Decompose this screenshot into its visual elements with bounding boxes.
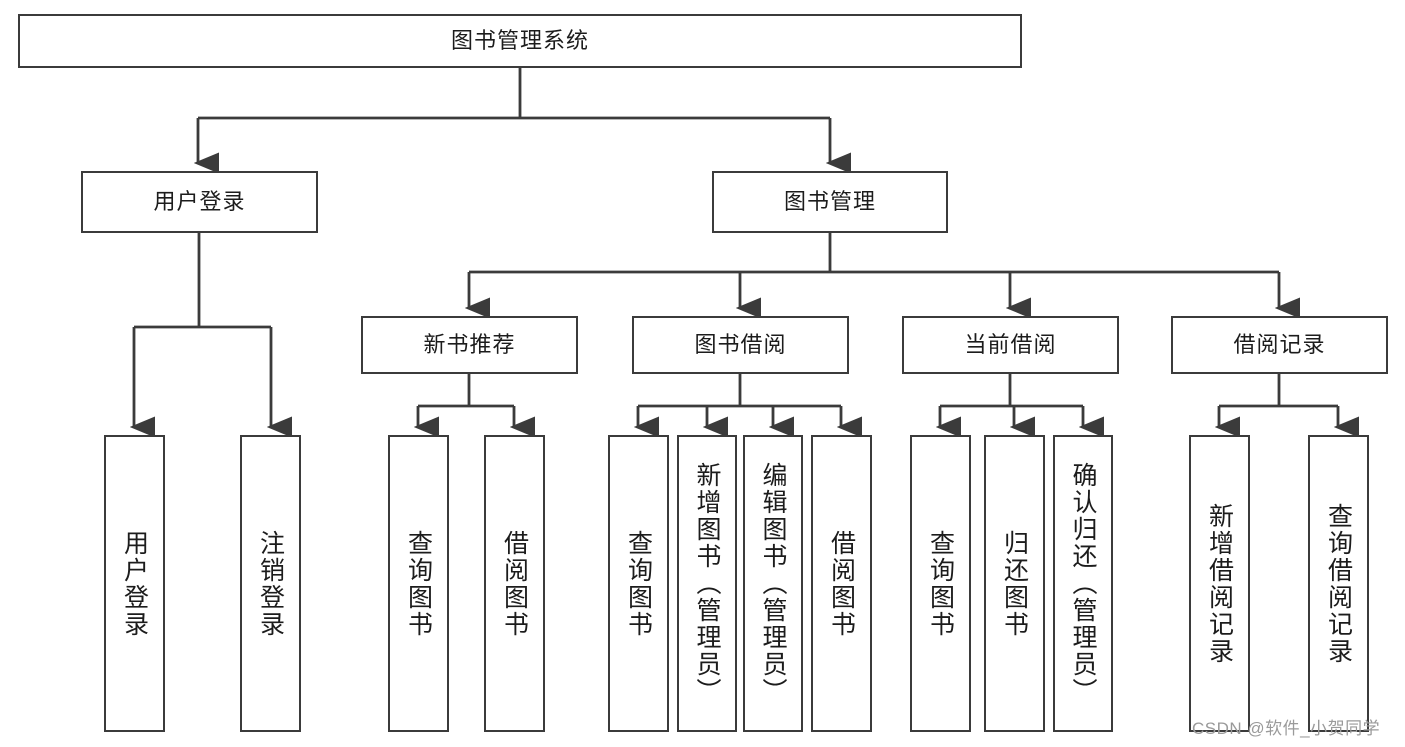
node-new-book-recommend[interactable]: 新书推荐 bbox=[361, 316, 578, 374]
node-leaf-return-book[interactable]: 归还图书 bbox=[984, 435, 1045, 732]
node-new-book-recommend-label: 新书推荐 bbox=[423, 331, 516, 357]
node-leaf-query-borrow-record-label: 查询借阅记录 bbox=[1324, 502, 1353, 665]
node-leaf-borrow-book[interactable]: 借阅图书 bbox=[811, 435, 872, 732]
node-book-borrow[interactable]: 图书借阅 bbox=[632, 316, 849, 374]
node-current-borrow[interactable]: 当前借阅 bbox=[902, 316, 1119, 374]
node-leaf-query-book-rec[interactable]: 查询图书 bbox=[388, 435, 449, 732]
node-user-login-label: 用户登录 bbox=[153, 188, 246, 214]
node-leaf-query-borrow-record[interactable]: 查询借阅记录 bbox=[1308, 435, 1369, 732]
node-leaf-add-book-admin[interactable]: 新增图书（管理员） bbox=[677, 435, 737, 732]
node-leaf-query-book-rec-label: 查询图书 bbox=[404, 529, 433, 638]
node-borrow-record[interactable]: 借阅记录 bbox=[1171, 316, 1388, 374]
node-book-borrow-label: 图书借阅 bbox=[694, 331, 787, 357]
node-leaf-borrow-book-rec[interactable]: 借阅图书 bbox=[484, 435, 545, 732]
csdn-watermark: CSDN @软件_小贺同学 bbox=[1192, 719, 1381, 738]
node-leaf-add-book-admin-label: 新增图书（管理员） bbox=[693, 462, 721, 705]
node-leaf-edit-book-admin[interactable]: 编辑图书（管理员） bbox=[743, 435, 803, 732]
node-leaf-borrow-book-rec-label: 借阅图书 bbox=[500, 529, 529, 638]
node-leaf-logout-label: 注销登录 bbox=[256, 529, 285, 638]
node-leaf-add-borrow-record-label: 新增借阅记录 bbox=[1205, 502, 1234, 665]
node-leaf-query-book-cur-label: 查询图书 bbox=[926, 529, 955, 638]
node-leaf-return-book-label: 归还图书 bbox=[1000, 529, 1029, 638]
node-leaf-user-login-label: 用户登录 bbox=[120, 529, 149, 638]
node-leaf-user-login[interactable]: 用户登录 bbox=[104, 435, 165, 732]
node-leaf-confirm-return-admin[interactable]: 确认归还（管理员） bbox=[1053, 435, 1113, 732]
node-leaf-borrow-book-label: 借阅图书 bbox=[827, 529, 856, 638]
node-user-login[interactable]: 用户登录 bbox=[81, 171, 318, 233]
node-leaf-logout[interactable]: 注销登录 bbox=[240, 435, 301, 732]
node-leaf-query-book-borrow-label: 查询图书 bbox=[624, 529, 653, 638]
node-leaf-query-book-borrow[interactable]: 查询图书 bbox=[608, 435, 669, 732]
node-leaf-edit-book-admin-label: 编辑图书（管理员） bbox=[759, 462, 787, 705]
node-root[interactable]: 图书管理系统 bbox=[18, 14, 1022, 68]
node-leaf-confirm-return-admin-label: 确认归还（管理员） bbox=[1069, 462, 1097, 705]
node-borrow-record-label: 借阅记录 bbox=[1233, 331, 1326, 357]
node-leaf-query-book-cur[interactable]: 查询图书 bbox=[910, 435, 971, 732]
node-root-label: 图书管理系统 bbox=[450, 27, 589, 53]
node-book-manage-label: 图书管理 bbox=[783, 188, 876, 214]
node-book-manage[interactable]: 图书管理 bbox=[712, 171, 948, 233]
node-leaf-add-borrow-record[interactable]: 新增借阅记录 bbox=[1189, 435, 1250, 732]
node-current-borrow-label: 当前借阅 bbox=[964, 331, 1057, 357]
